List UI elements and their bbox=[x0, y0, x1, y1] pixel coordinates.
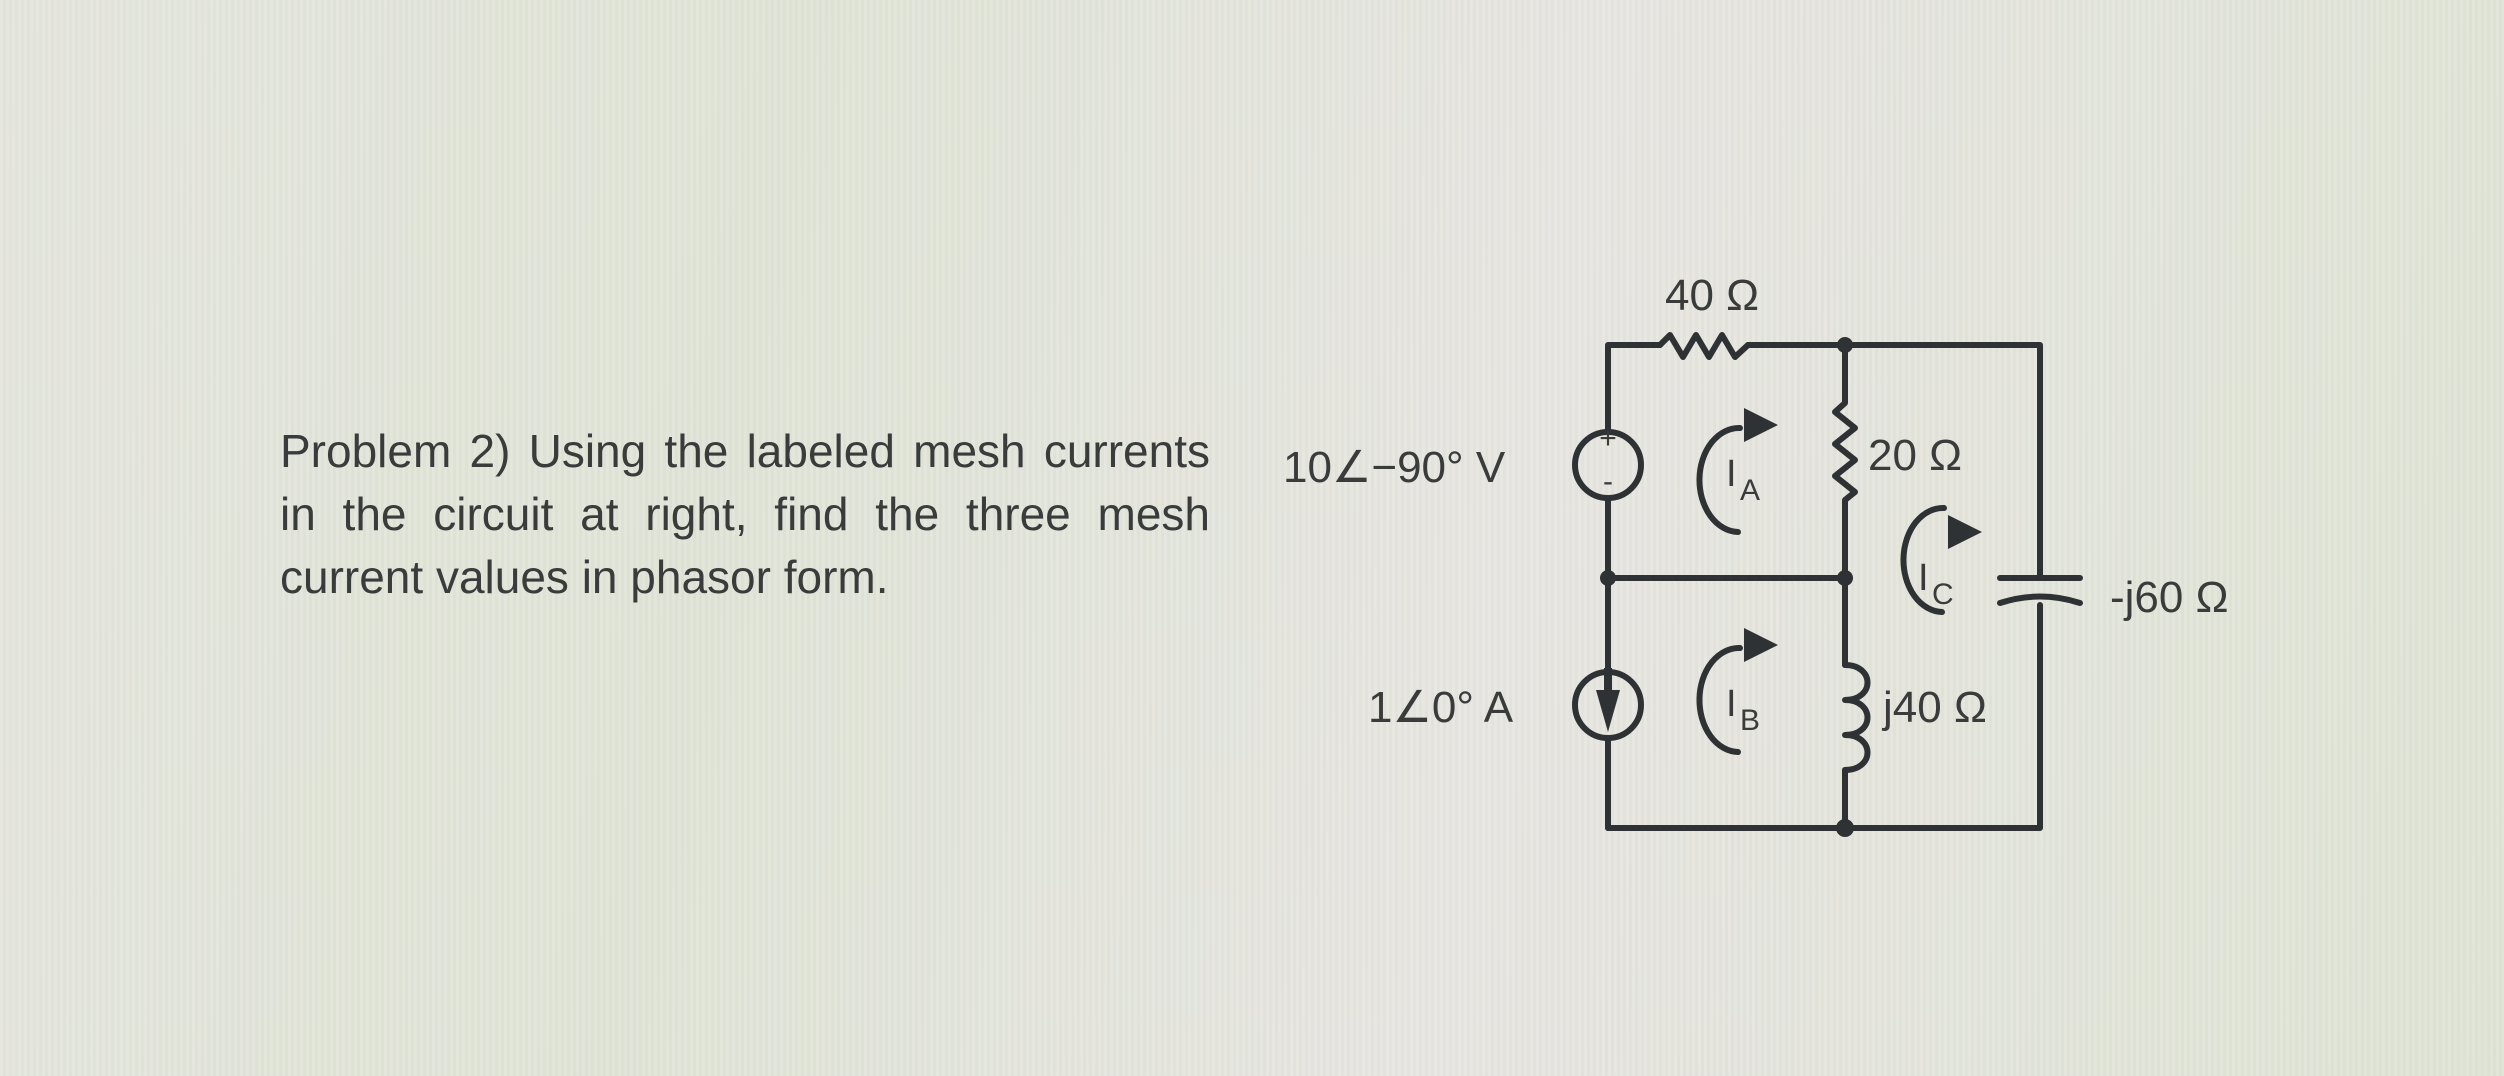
node-mid-left bbox=[1600, 570, 1616, 586]
mesh-label-a: I A bbox=[1726, 453, 1760, 507]
current-direction-arrow-icon bbox=[1596, 690, 1620, 732]
voltage-source-label: 10∠−90° V bbox=[1283, 443, 1506, 492]
node-bottom-mid bbox=[1836, 819, 1854, 837]
problem-statement: Problem 2) Using the labeled mesh curren… bbox=[280, 425, 1210, 603]
mesh-label-c: I C bbox=[1918, 557, 1954, 611]
voltage-plus-label: + bbox=[1599, 422, 1617, 455]
resistor-40-icon bbox=[1657, 332, 1751, 360]
bottom-wire bbox=[1605, 602, 2043, 831]
capacitor-label: -j60 Ω bbox=[2110, 573, 2229, 622]
mesh-b-arc-icon bbox=[1696, 644, 1743, 755]
resistor-20-icon bbox=[1832, 342, 1858, 581]
svg-text:A: A bbox=[1740, 474, 1760, 507]
top-wire bbox=[1605, 332, 2043, 581]
mesh-c-arc-icon bbox=[1900, 504, 1947, 615]
resistor-40-label: 40 Ω bbox=[1665, 271, 1759, 320]
resistor-20-label: 20 Ω bbox=[1868, 431, 1962, 480]
svg-text:I: I bbox=[1726, 453, 1737, 495]
current-source-label: 1∠0° A bbox=[1368, 683, 1514, 732]
inductor-label: j40 Ω bbox=[1881, 683, 1987, 732]
svg-text:I: I bbox=[1726, 683, 1737, 725]
voltage-source-icon bbox=[1572, 429, 1644, 581]
mesh-c-arrow-icon bbox=[1948, 515, 1982, 549]
svg-text:C: C bbox=[1932, 578, 1954, 611]
node-top-mid bbox=[1837, 337, 1853, 353]
node-mid-right bbox=[1837, 570, 1853, 586]
current-source-icon bbox=[1572, 575, 1644, 831]
mesh-label-b: I B bbox=[1726, 683, 1760, 737]
mesh-a-arrow-icon bbox=[1744, 408, 1778, 442]
voltage-minus-label: - bbox=[1603, 465, 1613, 498]
mesh-a-arc-icon bbox=[1696, 424, 1743, 535]
svg-text:B: B bbox=[1740, 704, 1760, 737]
capacitor-icon bbox=[1997, 575, 2083, 606]
inductor-icon bbox=[1842, 575, 1871, 831]
svg-text:I: I bbox=[1918, 557, 1929, 599]
mesh-b-arrow-icon bbox=[1744, 628, 1778, 662]
